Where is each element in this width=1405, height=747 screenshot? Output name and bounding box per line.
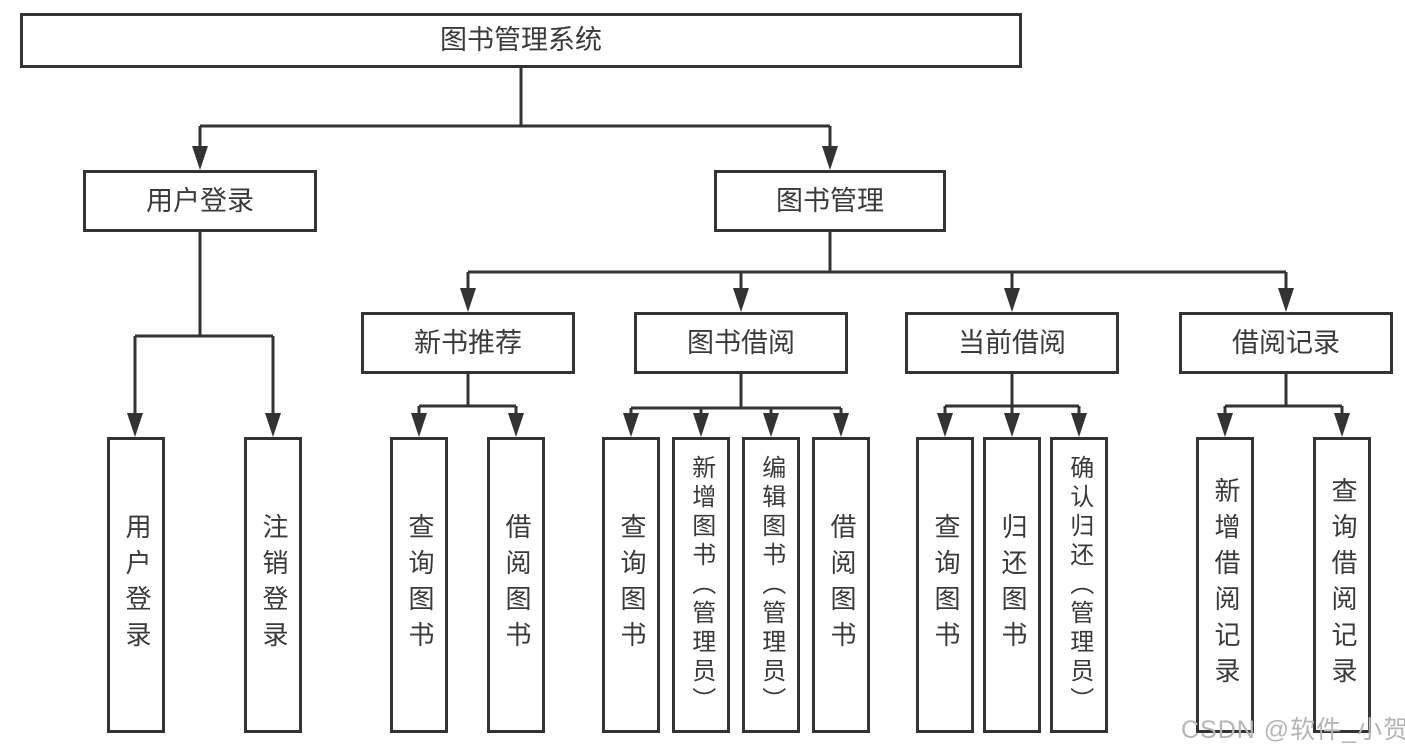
leaf-add-books-admin-label: 新增图书（管理员） xyxy=(687,454,715,716)
leaf-logout: 注销登录 xyxy=(244,437,302,733)
leaf-return-books: 归还图书 xyxy=(983,437,1041,733)
leaf-query-books-current: 查询图书 xyxy=(916,437,974,733)
leaf-query-books-borrow-label: 查询图书 xyxy=(616,513,647,657)
csdn-watermark: CSDN @软件_小贺同学 xyxy=(1181,716,1405,744)
leaf-user-login: 用户登录 xyxy=(107,437,165,733)
leaf-return-books-label: 归还图书 xyxy=(997,513,1028,657)
leaf-query-books-current-label: 查询图书 xyxy=(930,513,961,657)
node-book-borrow-label: 图书借阅 xyxy=(687,327,795,358)
leaf-query-books-borrow: 查询图书 xyxy=(602,437,660,733)
leaf-borrow-books-label: 借阅图书 xyxy=(826,513,857,657)
leaf-edit-books-admin-label: 编辑图书（管理员） xyxy=(757,454,785,716)
node-current-borrow-label: 当前借阅 xyxy=(958,327,1066,358)
leaf-confirm-return-admin: 确认归还（管理员） xyxy=(1050,437,1108,733)
arrowheads xyxy=(127,146,1350,437)
leaf-user-login-label: 用户登录 xyxy=(121,513,152,657)
leaf-query-borrow-record: 查询借阅记录 xyxy=(1313,437,1371,733)
node-new-book-recommend-label: 新书推荐 xyxy=(414,327,522,358)
node-root: 图书管理系统 xyxy=(20,13,1022,68)
node-user-login-label: 用户登录 xyxy=(146,185,254,216)
leaf-query-borrow-record-label: 查询借阅记录 xyxy=(1327,477,1358,693)
leaf-edit-books-admin: 编辑图书（管理员） xyxy=(742,437,800,733)
leaf-add-borrow-record: 新增借阅记录 xyxy=(1196,437,1254,733)
leaf-add-books-admin: 新增图书（管理员） xyxy=(672,437,730,733)
node-new-book-recommend: 新书推荐 xyxy=(361,312,575,374)
node-user-login: 用户登录 xyxy=(83,170,317,232)
leaf-confirm-return-admin-label: 确认归还（管理员） xyxy=(1065,454,1093,716)
leaf-query-books-recommend-label: 查询图书 xyxy=(404,513,435,657)
node-root-label: 图书管理系统 xyxy=(440,25,602,55)
node-borrow-records-label: 借阅记录 xyxy=(1232,327,1340,358)
leaf-add-borrow-record-label: 新增借阅记录 xyxy=(1210,477,1241,693)
node-book-management: 图书管理 xyxy=(714,170,946,232)
node-borrow-records: 借阅记录 xyxy=(1179,312,1393,374)
leaf-borrow-books: 借阅图书 xyxy=(812,437,870,733)
leaf-query-books-recommend: 查询图书 xyxy=(390,437,448,733)
leaf-borrow-books-recommend: 借阅图书 xyxy=(487,437,545,733)
node-current-borrow: 当前借阅 xyxy=(905,312,1119,374)
leaf-logout-label: 注销登录 xyxy=(258,513,289,657)
node-book-management-label: 图书管理 xyxy=(776,185,884,216)
node-book-borrow: 图书借阅 xyxy=(634,312,848,374)
leaf-borrow-books-recommend-label: 借阅图书 xyxy=(501,513,532,657)
